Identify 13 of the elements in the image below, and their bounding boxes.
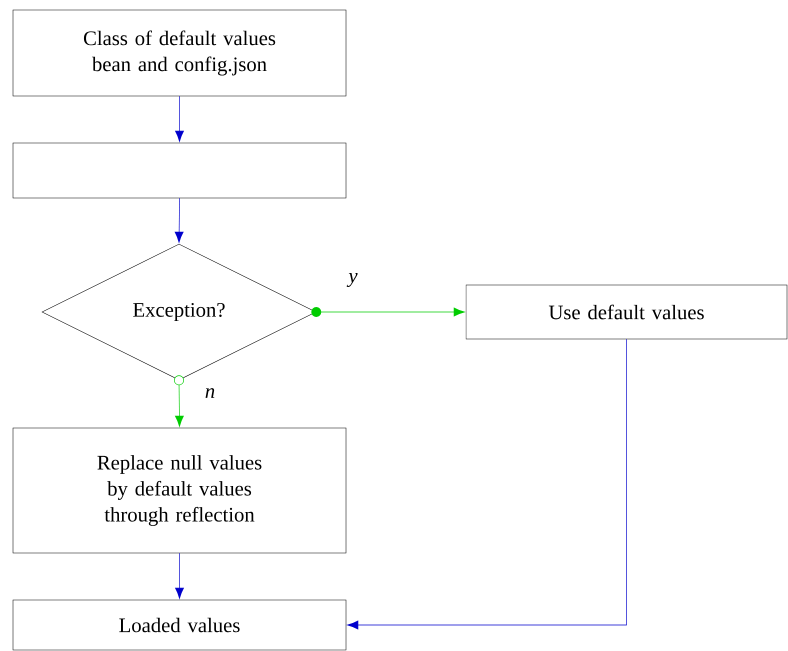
- process-box: Replace null values by default values through reflection: [12, 428, 346, 554]
- process-box: Class of default values bean and config.json: [12, 10, 346, 96]
- arrow: [174, 375, 184, 427]
- arrow: [311, 307, 465, 317]
- arrow: [175, 96, 184, 142]
- process-box: Use default values: [466, 284, 788, 340]
- process-box: Loaded values: [12, 600, 346, 650]
- arrow: [347, 338, 627, 630]
- arrow: [174, 198, 184, 243]
- edge-label: y: [346, 273, 358, 287]
- process-box: [12, 142, 346, 198]
- arrow: [175, 552, 184, 599]
- edge-label: n: [206, 388, 214, 398]
